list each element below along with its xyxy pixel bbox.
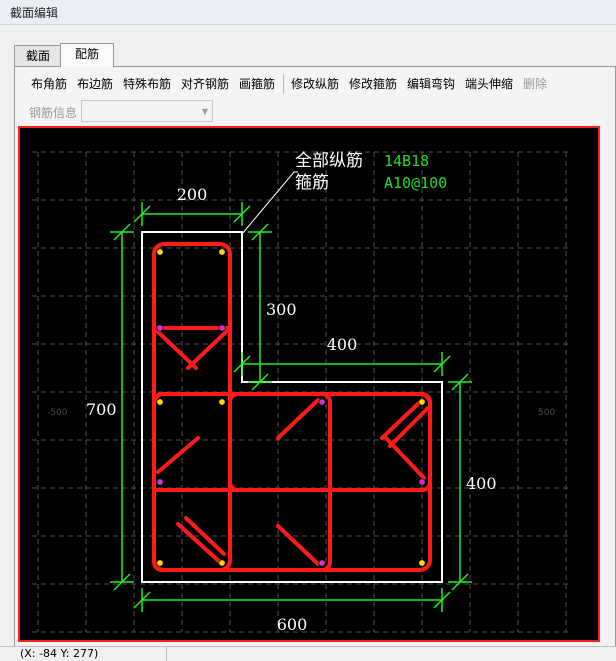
- hook-line: [388, 406, 430, 448]
- hook-line: [276, 398, 320, 440]
- annotation-longitudinal-value: 14B18: [384, 152, 429, 170]
- hook-line: [154, 328, 198, 370]
- longitudinal-bar[interactable]: [318, 398, 326, 406]
- longitudinal-bar[interactable]: [156, 478, 164, 486]
- delete-button[interactable]: 删除: [523, 77, 548, 91]
- end-stretch-button[interactable]: 端头伸缩: [465, 77, 514, 91]
- place-corner-bar-button[interactable]: 布角筋: [31, 77, 68, 91]
- annotation-stirrup-value: A10@100: [384, 174, 447, 192]
- longitudinal-bar[interactable]: [318, 559, 326, 567]
- dim-top-width: 200: [177, 185, 208, 204]
- dim-upper-height: 300: [266, 300, 297, 319]
- annotation-longitudinal-label: 全部纵筋: [295, 151, 363, 171]
- section-drawing: -500 500: [32, 151, 572, 634]
- longitudinal-bar[interactable]: [418, 478, 426, 486]
- dim-total-height: 700: [86, 400, 117, 419]
- annotation-leader-line: [241, 171, 298, 235]
- align-bars-button[interactable]: 对齐钢筋: [181, 77, 230, 91]
- longitudinal-bar[interactable]: [218, 324, 226, 332]
- stirrup-flange[interactable]: [152, 392, 432, 572]
- dim-right-width: 400: [327, 335, 358, 354]
- longitudinal-bar[interactable]: [156, 559, 164, 567]
- longitudinal-bars[interactable]: [156, 248, 426, 567]
- axis-label-right: 500: [538, 408, 555, 418]
- stirrups[interactable]: [152, 242, 432, 572]
- hook-line: [186, 328, 230, 370]
- toolbar-separator: [283, 74, 284, 94]
- axis-label-left: -500: [47, 408, 68, 418]
- dimension-lines: [110, 202, 472, 612]
- longitudinal-bar[interactable]: [218, 398, 226, 406]
- rebar-info-select[interactable]: ▼: [81, 100, 213, 122]
- hook-line: [176, 522, 224, 566]
- hook-line: [380, 398, 424, 440]
- rebar-info-bar: 钢筋信息 ▼: [21, 99, 215, 125]
- drawing-grid: [32, 151, 572, 633]
- dim-bottom-width: 600: [277, 615, 308, 634]
- section-drawing-canvas[interactable]: -500 500: [18, 126, 600, 642]
- cursor-coordinates: (X: -84 Y: 277): [14, 647, 167, 661]
- longitudinal-bar[interactable]: [156, 398, 164, 406]
- hook-line: [384, 436, 426, 480]
- section-outline[interactable]: [141, 231, 443, 583]
- longitudinal-bar[interactable]: [218, 559, 226, 567]
- modify-long-bar-button[interactable]: 修改纵筋: [291, 77, 340, 91]
- special-bar-layout-button[interactable]: 特殊布筋: [123, 77, 172, 91]
- edit-hook-button[interactable]: 编辑弯钩: [407, 77, 456, 91]
- hook-line: [184, 516, 226, 556]
- annotation-stirrup-label: 箍筋: [295, 173, 329, 193]
- longitudinal-bar[interactable]: [418, 559, 426, 567]
- hook-line: [276, 524, 320, 566]
- place-side-bar-button[interactable]: 布边筋: [77, 77, 114, 91]
- dim-right-height: 400: [466, 474, 497, 493]
- modify-stirrup-button[interactable]: 修改箍筋: [349, 77, 398, 91]
- longitudinal-bar[interactable]: [156, 324, 164, 332]
- tab-reinforcement[interactable]: 配筋: [60, 43, 114, 67]
- window-titlebar: 截面编辑: [0, 0, 616, 25]
- rebar-info-label: 钢筋信息: [29, 106, 78, 120]
- rebar-toolbar: 布角筋 布边筋 特殊布筋 对齐钢筋 画箍筋 修改纵筋 修改箍筋 编辑弯钩 端头伸…: [21, 71, 611, 97]
- window-title: 截面编辑: [10, 6, 59, 20]
- longitudinal-bar[interactable]: [218, 248, 226, 256]
- hook-line: [156, 436, 200, 474]
- longitudinal-bar[interactable]: [418, 398, 426, 406]
- longitudinal-bar[interactable]: [156, 248, 164, 256]
- stirrup-inner-left[interactable]: [152, 392, 332, 572]
- draw-stirrup-button[interactable]: 画箍筋: [239, 77, 276, 91]
- chevron-down-icon: ▼: [201, 107, 208, 116]
- status-bar: (X: -84 Y: 277): [0, 646, 616, 661]
- tab-section[interactable]: 截面: [14, 45, 62, 66]
